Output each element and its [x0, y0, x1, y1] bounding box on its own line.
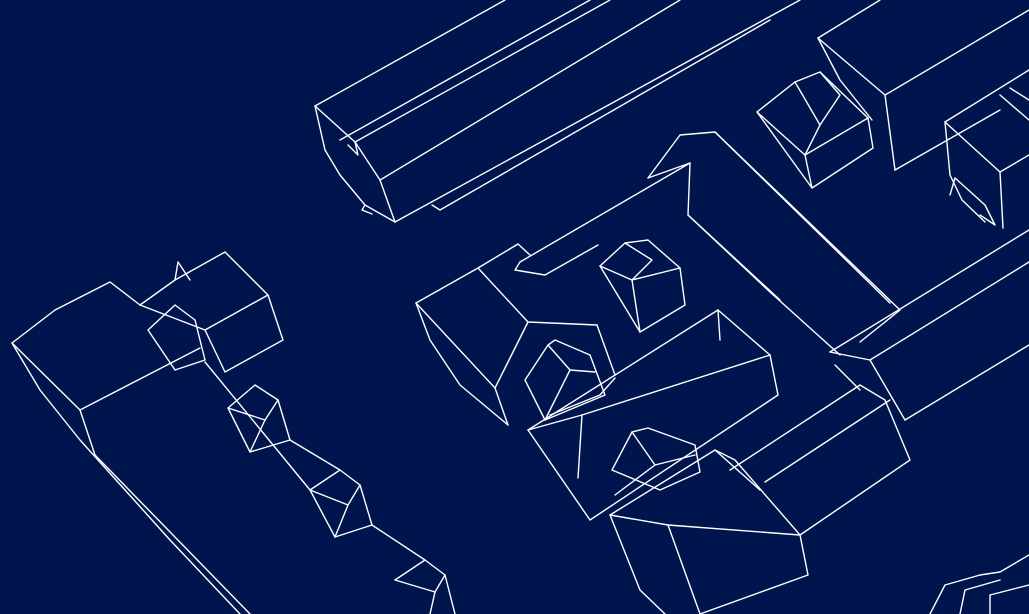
building-long-middle: [527, 309, 779, 521]
building-courtyard-frame: [514, 131, 901, 356]
building-hip-roof-top: [756, 71, 874, 189]
building-tower-west: [139, 251, 284, 373]
building-far-right: [944, 69, 1029, 229]
building-bottom-right: [929, 554, 1029, 614]
pavilion-row-west: [204, 361, 456, 614]
building-top-right: [817, 0, 1029, 171]
building-connector-south: [729, 384, 911, 536]
building-long-row-top: [314, 0, 801, 223]
building-long-row-east: [829, 229, 1029, 421]
building-courtyard-house: [599, 239, 686, 333]
building-gable-south: [609, 449, 809, 614]
building-hip-roof-south: [611, 427, 701, 496]
building-curved-west: [11, 281, 251, 614]
building-gable-west: [415, 243, 616, 426]
